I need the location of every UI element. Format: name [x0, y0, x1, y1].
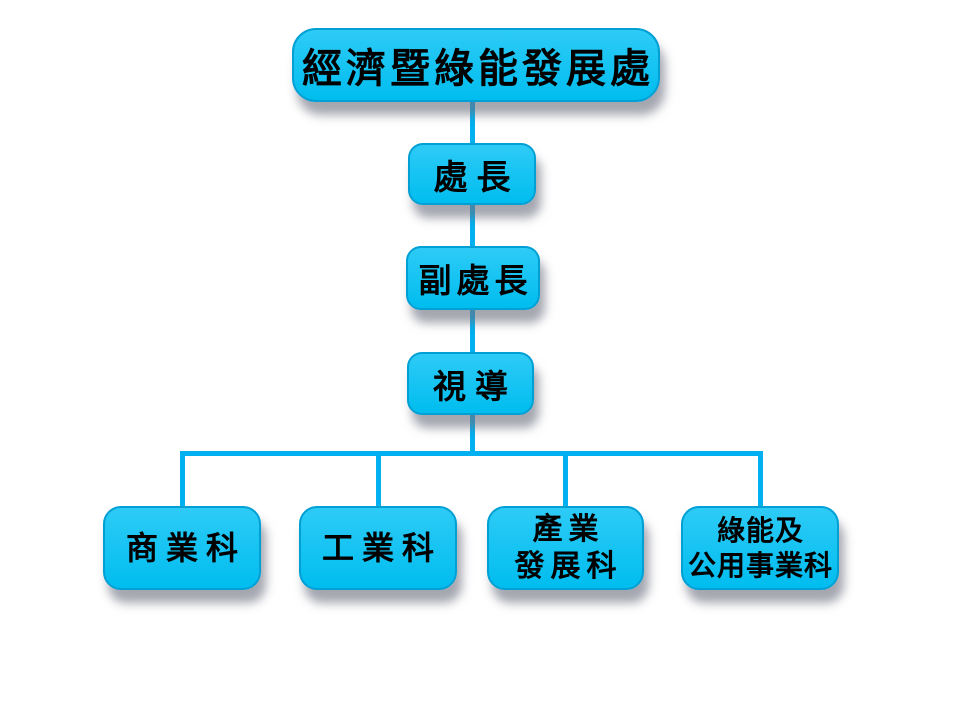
connector-supervisor-to-branch [470, 410, 475, 456]
connector-drop-industrial-development-section [563, 451, 568, 508]
org-node-director-label: 處長 [433, 157, 520, 198]
org-node-supervisor: 視導 [407, 352, 534, 415]
org-node-deputy-director: 副處長 [406, 246, 540, 310]
org-node-commerce-section: 商業科 [103, 506, 261, 590]
connector-drop-green-energy-section [758, 451, 763, 508]
org-node-industrial-development-section-label-line2: 發展科 [514, 549, 623, 584]
org-node-green-energy-public-utilities-section: 綠能及 公用事業科 [681, 506, 839, 590]
connector-drop-commerce-section [180, 451, 185, 508]
org-node-industry-section: 工業科 [299, 506, 457, 590]
org-node-deputy-director-label: 副處長 [418, 261, 533, 300]
connector-deputy-to-supervisor [470, 306, 475, 356]
org-node-green-energy-section-label-line2: 公用事業科 [687, 549, 833, 582]
connector-title-to-director [470, 100, 475, 146]
org-node-industrial-development-section: 產業 發展科 [487, 506, 644, 590]
org-node-industrial-development-section-label-line1: 產業 [532, 511, 605, 547]
org-node-commerce-section-label: 商業科 [125, 529, 246, 567]
connector-branch-horizontal [180, 451, 763, 456]
org-node-green-energy-section-label-line1: 綠能及 [716, 514, 804, 547]
connector-drop-industry-section [376, 451, 381, 508]
org-node-department-title-label: 經濟暨綠能發展處 [302, 45, 654, 92]
org-node-supervisor-label: 視導 [433, 366, 517, 406]
org-node-department-title: 經濟暨綠能發展處 [292, 28, 660, 102]
connector-director-to-deputy [470, 202, 475, 250]
org-node-director: 處長 [408, 143, 536, 205]
org-node-industry-section-label: 工業科 [321, 529, 442, 567]
